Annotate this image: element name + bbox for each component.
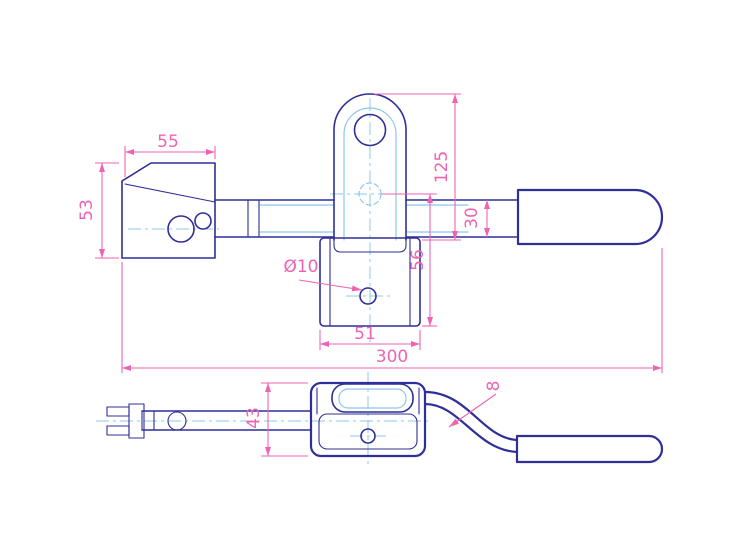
plan-latch-bar xyxy=(106,403,312,439)
dim-base-width: 51 xyxy=(319,324,421,350)
dim-pivot-height: 56 xyxy=(382,193,437,327)
base-channel xyxy=(333,237,407,253)
bracket-outline xyxy=(121,162,216,259)
plan-body-inner xyxy=(318,413,418,450)
dim-bracket-height: 53 xyxy=(77,162,119,259)
plan-view xyxy=(106,381,664,464)
keyhole-large-hole xyxy=(167,215,195,243)
dimensions: 55 53 125 56 xyxy=(77,93,663,457)
dim-label-30: 30 xyxy=(462,207,482,229)
hook-end-block xyxy=(128,403,145,439)
dim-clevis-height: 125 xyxy=(374,93,461,241)
dim-label-53: 53 xyxy=(77,199,97,221)
clevis-outline xyxy=(333,93,407,241)
plan-rod xyxy=(423,390,519,454)
dim-label-56: 56 xyxy=(408,249,428,271)
base-hole xyxy=(359,287,377,305)
handle-grip xyxy=(516,188,664,246)
dim-label-55: 55 xyxy=(157,132,179,152)
dim-rod-diameter: 8 xyxy=(448,381,504,428)
plan-clevis-inner xyxy=(338,388,407,409)
clevis-plate xyxy=(333,93,407,241)
pivot-pin-hidden xyxy=(358,182,382,206)
plan-body xyxy=(309,381,427,458)
mounting-bracket xyxy=(121,162,216,259)
plan-body-outline xyxy=(309,381,427,458)
dim-label-125: 125 xyxy=(432,151,452,183)
plan-clevis-outline xyxy=(331,383,414,413)
plan-hole xyxy=(360,428,376,444)
bracket-fold-line xyxy=(124,183,216,203)
clamp-arm xyxy=(214,199,519,238)
dim-label-51: 51 xyxy=(354,324,376,344)
hook-upper-tab xyxy=(106,406,130,417)
base-outline xyxy=(319,237,421,327)
plan-pivot xyxy=(167,411,187,431)
dim-label-300: 300 xyxy=(376,347,408,367)
dim-label-d10: Ø10 xyxy=(283,257,318,277)
hook-lower-tab xyxy=(106,425,130,436)
keyhole-small-hole xyxy=(194,212,212,230)
dim-body-width: 43 xyxy=(244,382,308,457)
clevis-top-hole xyxy=(353,113,387,147)
base-plate xyxy=(319,237,421,327)
dim-label-8: 8 xyxy=(484,381,504,392)
dim-hole-diameter: Ø10 xyxy=(283,257,363,292)
dim-label-43: 43 xyxy=(244,407,264,429)
plan-handle-grip xyxy=(515,434,664,464)
dim-arm-height: 30 xyxy=(462,200,490,237)
dim-overall-length: 300 xyxy=(121,248,663,373)
clevis-inner-edge xyxy=(343,107,397,241)
dim-bracket-width: 55 xyxy=(124,132,216,177)
side-view xyxy=(121,93,664,327)
